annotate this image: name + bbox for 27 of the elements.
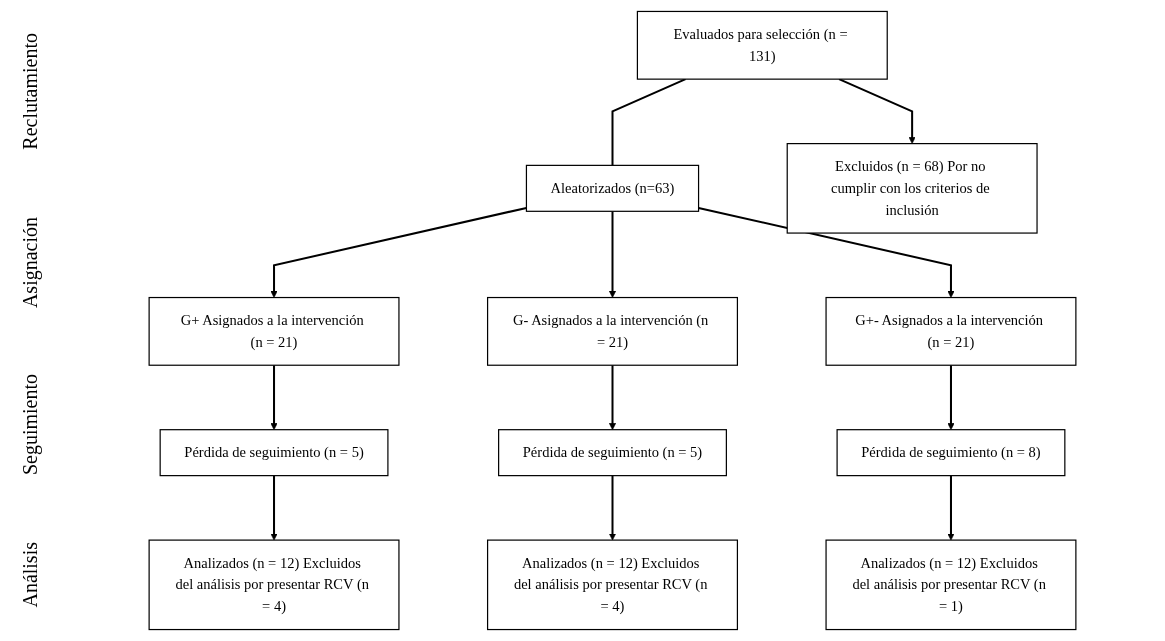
arrow: [947, 475, 955, 541]
arrow: [838, 78, 916, 144]
node-box: G+- Asignados a la intervención (n = 21): [825, 296, 1077, 366]
node-box: Analizados (n = 12) Excluidos del análisis por presentar RCV (n = 1): [825, 539, 1077, 631]
node-box: Pérdida de seguimiento (n = 5): [498, 429, 727, 477]
node-box: Excluidos (n = 68) Por no cumplir con los criterios de inclusión: [786, 143, 1038, 234]
arrow: [270, 365, 278, 430]
node-box: Analizados (n = 12) Excluidos del análisis por presentar RCV (n = 4): [487, 539, 738, 631]
arrow: [270, 206, 527, 298]
arrow: [608, 365, 617, 430]
arrow: [608, 211, 617, 298]
node-box: G+ Asignados a la intervención (n = 21): [148, 296, 400, 366]
node-box: G- Asignados a la intervención (n = 21): [487, 296, 738, 366]
stage-label: Seguimiento: [18, 374, 42, 476]
arrow: [698, 206, 955, 298]
node-box: Aleatorizados (n=63): [525, 164, 700, 212]
arrow: [608, 475, 617, 541]
arrow: [947, 365, 955, 430]
node-box: Pérdida de seguimiento (n = 8): [836, 429, 1066, 477]
arrow: [270, 475, 278, 541]
stage-label: Análisis: [18, 542, 42, 608]
stage-label: Asignación: [18, 216, 42, 308]
stage-label: Reclutamiento: [18, 33, 42, 150]
node-box: Pérdida de seguimiento (n = 5): [159, 429, 389, 477]
connector: [611, 78, 686, 166]
node-box: Evaluados para selección (n = 131): [636, 10, 888, 80]
node-box: Analizados (n = 12) Excluidos del análisis por presentar RCV (n = 4): [148, 539, 400, 631]
